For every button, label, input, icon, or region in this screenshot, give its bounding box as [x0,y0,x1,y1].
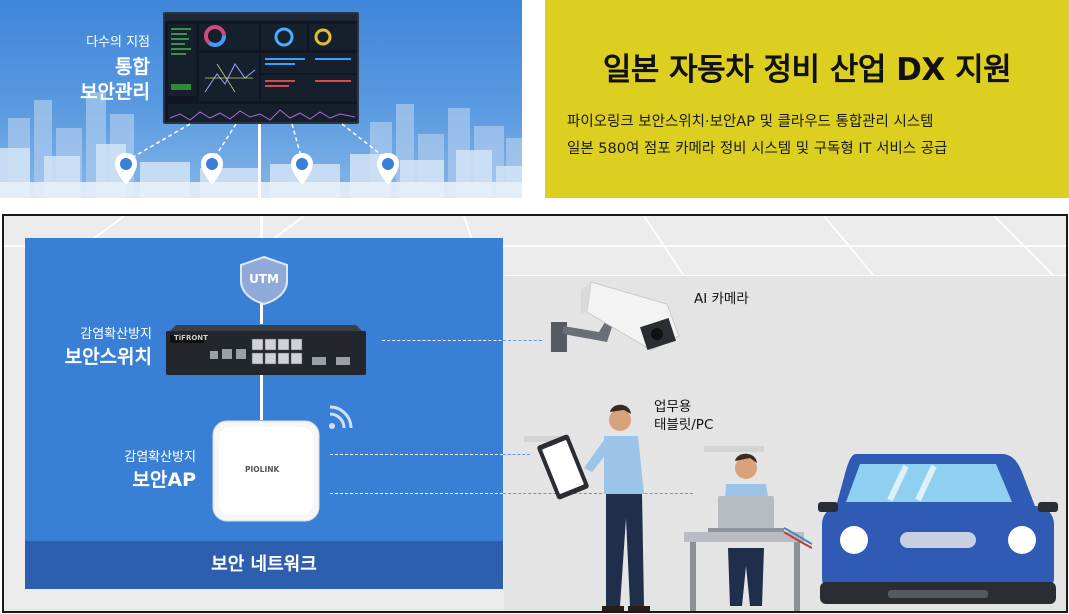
switch-label-main: 보안스위치 [64,346,152,368]
camera-label: AI 카메라 [694,291,749,307]
switch-ap-line [260,374,263,420]
location-pin-icon [291,153,313,185]
ap-laptop-connector [330,493,503,494]
car-icon [818,454,1058,604]
security-switch-icon [166,325,366,375]
switch-camera-connector [382,340,542,341]
multi-branch-label-main-1: 통합 [115,56,150,78]
multi-branch-label-sub: 다수의 지점 [86,35,150,50]
ap-laptop-connector-ext [503,493,693,494]
tablet-icon [537,434,589,500]
wifi-signal-icon [329,405,353,429]
cctv-camera-icon [551,281,680,352]
switch-brand: TiFRONT [174,334,208,342]
utm-label: UTM [249,272,279,286]
utm-shield-icon [240,255,288,305]
network-footer: 보안 네트워크 [25,541,503,589]
ap-label: 감염확산방지 보안AP [84,449,196,492]
multi-branch-label: 다수의 지점 통합 보안관리 [20,34,150,105]
person-icon [584,404,650,611]
tablet-label-2: 태블릿/PC [654,417,714,433]
branch-connector-lines [127,123,389,161]
switch-label-sub: 감염확산방지 [80,327,152,342]
ap-label-sub: 감염확산방지 [124,450,196,465]
description-line-2: 일본 580여 점포 카메라 정비 시스템 및 구독형 IT 서비스 공급 [567,141,948,157]
tablet-label-1: 업무용 [654,399,692,415]
ap-label-main: 보안AP [132,469,196,491]
multi-branch-panel: 다수의 지점 통합 보안관리 [0,0,522,198]
workers-illustration [537,404,812,611]
location-pin-icon [201,153,223,185]
switch-camera-connector-ext [503,340,542,341]
location-pin-icon [115,153,137,185]
description-line-1: 파이오링크 보안스위치·보안AP 및 클라우드 통합관리 시스템 [567,114,934,130]
access-point-icon [212,420,320,522]
management-dashboard-screen [163,12,359,124]
ap-tablet-connector-ext [503,454,530,455]
laptop-icon [708,496,784,533]
headline: 일본 자동차 정비 산업 DX 지원 [602,52,1012,88]
ap-brand: PIOLINK [245,465,280,474]
utm-switch-line [260,288,263,324]
title-panel: 일본 자동차 정비 산업 DX 지원 파이오링크 보안스위치·보안AP 및 클라… [545,0,1069,198]
secure-network-scene: UTM 감염확산방지 보안스위치 TiFRONT 감염확산방지 보안AP PIO… [2,214,1068,613]
location-pin-icon [377,153,399,185]
uplink-line [260,216,263,238]
uplink-line [258,124,261,216]
ap-tablet-connector [330,454,503,455]
multi-branch-label-main-2: 보안관리 [80,81,150,103]
switch-label: 감염확산방지 보안스위치 [38,326,152,369]
